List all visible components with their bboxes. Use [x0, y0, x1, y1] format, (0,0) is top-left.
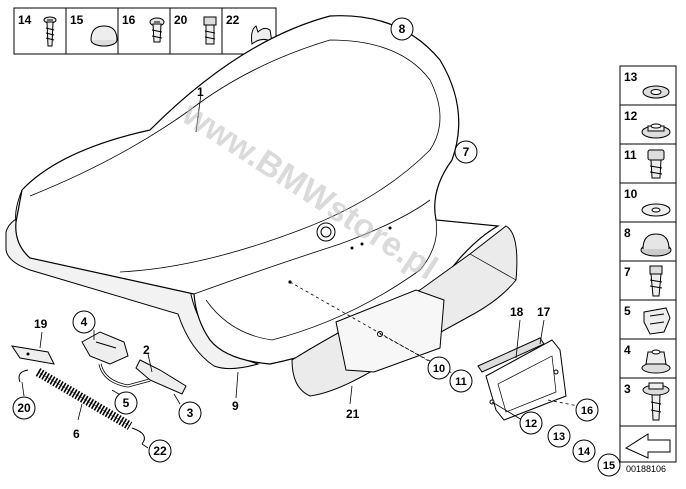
clip-icon [251, 25, 273, 45]
callout-22: 22 [153, 444, 167, 458]
callout-9: 9 [232, 399, 239, 413]
strip-label-1: 14 [18, 13, 32, 27]
callout-21: 21 [346, 407, 360, 421]
grommet-icon [640, 233, 672, 257]
trunk-lid [5, 15, 500, 370]
bumper-stop-icon [649, 265, 663, 297]
washer-icon [642, 85, 670, 99]
strip-label-2: 15 [70, 13, 84, 27]
right-parts-column: 13 12 11 10 8 7 5 4 3 [619, 65, 677, 427]
flange-bolt-icon [642, 382, 670, 421]
screw-short-icon [149, 17, 165, 43]
callout-15: 15 [603, 460, 615, 472]
cap-icon [90, 25, 118, 47]
callout-3: 3 [187, 406, 194, 420]
hinge-bracket [135, 359, 187, 395]
screw-long-icon [43, 16, 57, 47]
callout-1: 1 [197, 85, 204, 99]
callout-16: 16 [581, 405, 593, 417]
callout-18: 18 [510, 305, 524, 319]
strip-label-3: 16 [122, 13, 136, 27]
spring-plate [10, 345, 55, 365]
col-label-9: 3 [624, 382, 631, 396]
callout-10: 10 [433, 363, 445, 375]
callout-14: 14 [578, 446, 591, 458]
callout-7: 7 [463, 145, 470, 159]
col-label-8: 4 [624, 343, 631, 357]
callout-2: 2 [143, 343, 150, 357]
callout-20: 20 [17, 401, 31, 415]
top-parts-strip: 14 15 16 20 22 [13, 7, 277, 55]
callout-13: 13 [553, 431, 565, 443]
seal-strip [477, 337, 545, 373]
callout-11: 11 [455, 376, 467, 388]
strip-label-5: 22 [226, 13, 240, 27]
callouts: 1 2 19 6 9 21 18 17 8 7 4 5 3 20 22 10 1… [12, 17, 621, 477]
callout-6: 6 [73, 427, 80, 441]
callout-4: 4 [81, 315, 88, 329]
diagram-code: 00188106 [626, 464, 666, 474]
gas-spring [18, 368, 145, 445]
callout-5: 5 [123, 396, 130, 410]
callout-8: 8 [399, 22, 406, 36]
hex-nut-icon [641, 349, 671, 374]
bolt-icon [647, 149, 665, 179]
col-label-6: 7 [624, 265, 631, 279]
clip-bracket-icon [643, 307, 671, 335]
callout-17: 17 [537, 305, 551, 319]
col-label-2: 12 [624, 109, 638, 123]
callout-19: 19 [34, 317, 48, 331]
col-label-7: 5 [624, 304, 631, 318]
col-label-4: 10 [624, 187, 638, 201]
orientation-arrow-icon [619, 425, 677, 463]
strip-label-4: 20 [174, 13, 188, 27]
nut-flange-icon [641, 123, 671, 139]
lock-latch [81, 331, 151, 388]
col-label-5: 8 [624, 226, 631, 240]
bolt-icon [203, 16, 217, 45]
callout-12: 12 [525, 418, 537, 430]
leader-lines [21, 93, 579, 449]
washer-flat-icon [641, 203, 671, 217]
col-label-1: 13 [624, 70, 638, 84]
col-label-3: 11 [624, 148, 637, 162]
